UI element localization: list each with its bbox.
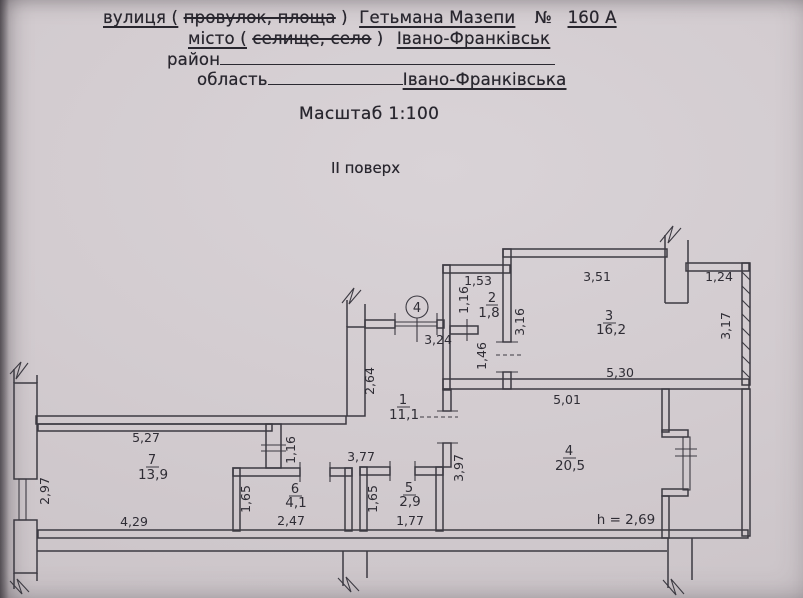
room7-number: 7 (148, 453, 156, 468)
street-label-close: ) (341, 8, 348, 27)
dim-niche-width: 1,24 (705, 269, 733, 284)
dim-room6-width: 2,47 (277, 513, 305, 528)
page-edge-shadow (0, 0, 9, 598)
window-room4-east (675, 436, 697, 491)
exterior-west-wall (13, 382, 38, 574)
corridor-west-wall (346, 326, 366, 417)
dim-room7-height: 2,97 (37, 477, 52, 505)
entrance-door-number: 4 (413, 301, 421, 316)
street-label: вулиця ( (103, 8, 179, 27)
dim-entry-width: 3,24 (424, 332, 452, 347)
room-labels: 1 11,1 2 1,8 3 16,2 4 20,5 5 2,9 6 4,1 7… (138, 291, 655, 528)
room7-area: 13,9 (138, 467, 168, 483)
scale-note: Масштаб 1:100 (299, 104, 440, 124)
room6-number: 6 (291, 482, 299, 497)
room5-area: 2,9 (399, 494, 420, 510)
city-label-close: ) (376, 29, 384, 48)
dim-hall-height: 2,64 (362, 367, 377, 395)
room4-walls (437, 388, 689, 539)
entrance-door-marker: 4 (405, 295, 429, 342)
dim-room2-width: 1,53 (464, 273, 492, 288)
wall-break-marks (9, 225, 693, 596)
house-number-value: 160 А (567, 8, 617, 27)
room1-number: 1 (399, 393, 407, 408)
street-value: Гетьмана Мазепи (359, 8, 516, 27)
dimension-leaders (420, 354, 524, 418)
dim-room2-height: 1,16 (456, 286, 471, 314)
window-west (14, 478, 37, 521)
district-blank-field (220, 50, 556, 65)
region-label: область (197, 70, 268, 89)
corridor-north-wall (35, 415, 347, 432)
dimension-labels: 1,53 1,16 3,51 3,16 5,30 1,24 3,17 1,46 … (37, 269, 733, 529)
room2-number: 2 (488, 291, 496, 306)
break-entry-column (341, 287, 366, 327)
break-vent-shaft (659, 225, 682, 244)
dim-room3-width: 3,51 (583, 269, 611, 284)
walls (13, 235, 751, 574)
dim-niche-height: 3,17 (718, 312, 733, 340)
room3-walls (502, 235, 750, 304)
dim-room6-height: 1,65 (238, 485, 253, 513)
dim-room3-height: 3,16 (512, 308, 527, 336)
district-line: район (167, 50, 556, 69)
break-bottom-middle (337, 551, 368, 593)
floor-note: ІІ поверх (331, 159, 401, 177)
city-line: місто ( селище, село ) Івано-Франківськ (188, 29, 550, 48)
region-line: область Івано-Франківська (197, 70, 566, 89)
dim-room7-north: 5,27 (132, 430, 160, 445)
room5-number: 5 (405, 481, 413, 496)
room4-area: 20,5 (555, 458, 585, 474)
ceiling-height-note: h = 2,69 (597, 512, 656, 528)
dim-hall-width: 3,77 (347, 449, 375, 464)
room2-area: 1,8 (478, 305, 499, 321)
number-label: № (534, 8, 553, 27)
street-struck-options: провулок, площа (183, 8, 336, 27)
city-struck-options: селище, село (252, 29, 372, 48)
break-bottom-left (9, 573, 38, 595)
dim-room4-height: 3,97 (451, 454, 466, 482)
district-label: район (167, 50, 221, 69)
niche-east-wall-hatched (741, 262, 751, 386)
dim-room5-height: 1,65 (365, 485, 380, 513)
room-number-underlines (146, 304, 616, 497)
room3-number: 3 (605, 309, 613, 324)
dim-passage-height: 1,46 (474, 342, 489, 370)
room3-area: 16,2 (596, 322, 626, 338)
dim-room5-width: 1,77 (396, 513, 424, 528)
room6-walls (232, 462, 353, 532)
dim-room3-south: 5,30 (606, 365, 634, 380)
break-bottom-right (662, 538, 693, 596)
region-blank-field (267, 70, 403, 85)
south-exterior-wall (37, 529, 749, 552)
dim-room4-width: 5,01 (553, 392, 581, 407)
room1-area: 11,1 (389, 407, 419, 423)
room4-number: 4 (565, 444, 573, 459)
room6-area: 4,1 (285, 495, 306, 511)
dim-room7-south: 4,29 (120, 514, 148, 529)
room3-room4-divider (442, 378, 750, 390)
room5-walls (359, 461, 444, 532)
dim-duct-height: 1,16 (283, 436, 298, 464)
loggia-east-wall (741, 388, 751, 537)
break-top-left (9, 361, 38, 383)
city-label: місто ( (188, 29, 247, 48)
region-value: Івано-Франківська (402, 70, 567, 89)
street-line: вулиця ( провулок, площа ) Гетьмана Мазе… (103, 8, 617, 27)
city-value: Івано-Франківськ (396, 29, 551, 48)
